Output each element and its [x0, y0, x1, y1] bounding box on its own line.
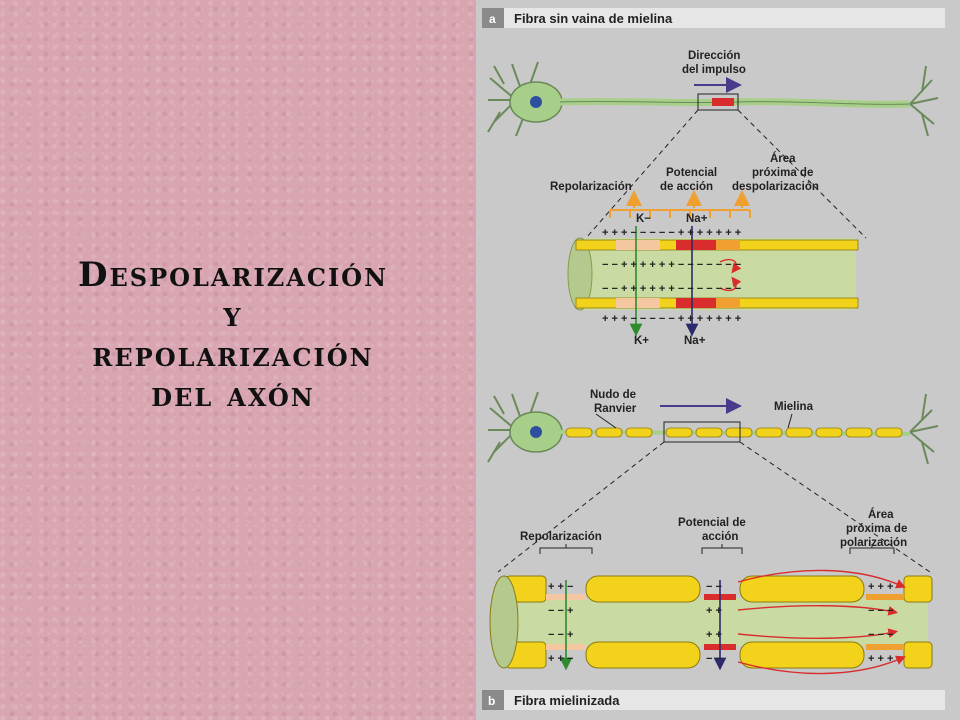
svg-text:+ +: + +: [706, 629, 722, 641]
svg-text:+ + +: + + +: [868, 653, 893, 665]
svg-text:− − + + + + + + − − − − − −: − − + + + + + + − − − − − − −: [602, 283, 741, 295]
direction-label-1: Dirección: [688, 50, 740, 62]
title-line-3: repolarización: [92, 335, 374, 375]
panel-b-badge-text: b: [488, 694, 495, 708]
area-label-a-3: despolarización: [732, 181, 819, 193]
nudo-pointer: [595, 413, 617, 429]
direction-label-2: del impulso: [682, 64, 746, 76]
mielina-label: Mielina: [774, 401, 814, 413]
svg-text:− −: − −: [706, 581, 722, 593]
nudo-label-2: Ranvier: [594, 403, 637, 415]
svg-text:+ +: + +: [706, 605, 722, 617]
svg-text:− − + + + + + + − − − − − −: − − + + + + + + − − − − − − −: [602, 259, 741, 271]
title-line-4: del axón: [151, 375, 315, 415]
svg-text:− −: − −: [706, 653, 722, 665]
unmyelinated-axon-zoom: + + + − − − − − + + + + + + + − − + + + …: [567, 226, 859, 337]
na-plus-top-label: Na+: [686, 213, 708, 225]
zoom-line-left-b: [497, 441, 665, 573]
neuron-a: [487, 61, 939, 137]
zoom-line-right-a: [737, 109, 867, 239]
area-label-b-3: polarización: [840, 537, 907, 549]
k-plus-label: K+: [634, 335, 649, 347]
potencial-label-b-2: acción: [702, 531, 738, 543]
na-plus-bottom-label: Na+: [684, 335, 706, 347]
panel-b-badge: [482, 690, 504, 710]
potencial-label-b-1: Potencial de: [678, 517, 746, 529]
area-label-a-1: Área: [770, 152, 796, 165]
panel-a-header-text: Fibra sin vaina de mielina: [514, 11, 673, 26]
axon-diagram: a Fibra sin vaina de mielina Dirección d…: [482, 8, 945, 710]
title-line-2: y: [223, 295, 243, 335]
panel-a-badge-text: a: [489, 12, 496, 26]
svg-text:− − +: − − +: [548, 605, 573, 617]
repolarizacion-label-a: Repolarización: [550, 181, 632, 193]
panel-a-badge: [482, 8, 504, 28]
svg-text:+ + −: + + −: [548, 581, 573, 593]
svg-text:+ + −: + + −: [548, 653, 573, 665]
mielina-pointer: [787, 413, 793, 429]
panel-a-header-bar: [482, 8, 945, 28]
title-line-1: Despolarización: [77, 255, 389, 295]
panel-b-header-text: Fibra mielinizada: [514, 693, 620, 708]
svg-text:+ + + − − − − − + + + + + +: + + + − − − − − + + + + + + +: [602, 227, 741, 239]
area-label-a-2: próxima de: [752, 167, 813, 179]
svg-text:− − −: − − −: [868, 605, 893, 617]
potencial-label-a-1: Potencial: [666, 167, 717, 179]
nudo-label-1: Nudo de: [590, 389, 636, 401]
svg-text:+ + + − − − − − + + + + + +: + + + − − − − − + + + + + + +: [602, 313, 741, 325]
brackets-b: [539, 544, 895, 554]
neuron-b: [487, 391, 939, 465]
repolarizacion-label-b: Repolarización: [520, 531, 602, 543]
svg-text:− − +: − − +: [548, 629, 573, 641]
zoom-line-left-a: [585, 109, 699, 239]
orange-bracket: [609, 190, 751, 218]
area-label-b-1: Área: [868, 508, 894, 521]
myelinated-axon-zoom: + + − − − + + + − − + + + − − − − − + + …: [489, 569, 933, 675]
svg-text:+ + +: + + +: [868, 581, 893, 593]
area-label-b-2: próxima de: [846, 523, 907, 535]
potencial-label-a-2: de acción: [660, 181, 713, 193]
panel-b-header-bar: [482, 690, 945, 710]
svg-text:− − −: − − −: [868, 629, 893, 641]
axon-figure: a Fibra sin vaina de mielina Dirección d…: [476, 0, 960, 720]
k-minus-label: K−: [636, 213, 651, 225]
zoom-line-right-b: [739, 441, 931, 573]
slide-title: Despolarización y repolarización del axó…: [18, 255, 448, 415]
